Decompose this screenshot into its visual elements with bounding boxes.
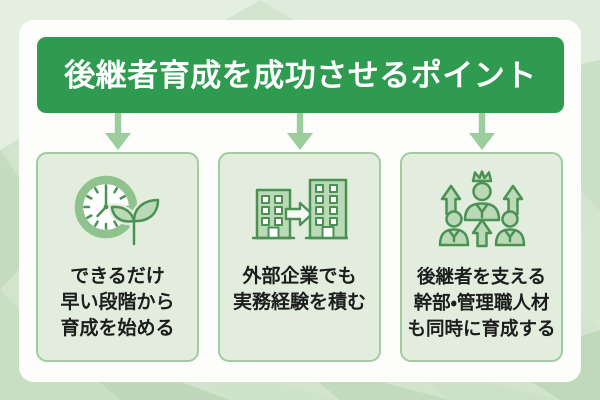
page-title: 後継者育成を成功させるポイント <box>64 57 537 93</box>
card-text-line: 後継者を支える <box>417 266 546 287</box>
card-text-line: 外部企業でも <box>242 266 357 287</box>
card-text: できるだけ 早い段階から 育成を始める <box>38 264 197 342</box>
card-text-line: できるだけ <box>70 266 165 287</box>
card-text: 後継者を支える 幹部・管理職人材 も同時に育成する <box>402 264 561 342</box>
card-support-staff: 後継者を支える 幹部・管理職人材 も同時に育成する <box>400 152 563 362</box>
card-text: 外部企業でも 実務経験を積む <box>220 264 379 316</box>
down-arrow-icon <box>469 113 495 150</box>
down-arrow-icon <box>105 113 131 150</box>
card-external-experience: 外部企業でも 実務経験を積む <box>218 152 381 362</box>
buildings-transfer-icon <box>251 178 348 240</box>
card-text-line: 早い段階から <box>60 292 175 313</box>
card-text-line: 幹部・管理職人材 <box>413 292 550 313</box>
card-early-development: できるだけ 早い段階から 育成を始める <box>36 152 199 362</box>
card-text-line: 実務経験を積む <box>232 292 366 313</box>
down-arrow-icon <box>287 113 313 150</box>
team-crown-icon <box>438 170 525 248</box>
card-text-line: も同時に育成する <box>407 318 556 339</box>
title-banner: 後継者育成を成功させるポイント <box>37 37 564 113</box>
card-text-line: 育成を始める <box>60 318 175 339</box>
clock-sprout-icon <box>74 175 162 249</box>
